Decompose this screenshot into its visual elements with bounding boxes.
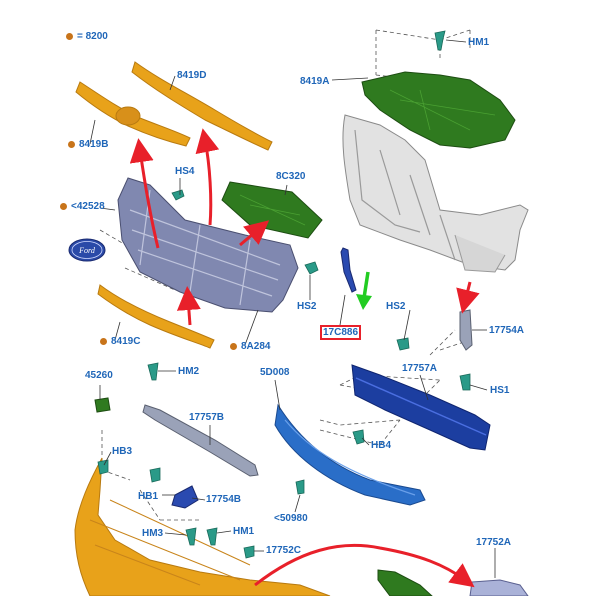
label-hs2-right: HS2: [386, 301, 406, 312]
fastener-hb4: [352, 429, 365, 445]
label-hs4: HS4: [175, 166, 195, 177]
label-hm1-bottom: HM1: [233, 526, 255, 537]
label-17C886: 17C886: [320, 325, 362, 340]
label-hm3: HM3: [142, 528, 164, 539]
fastener-hs2-left: [304, 261, 319, 275]
part-dot-icon: [68, 140, 75, 148]
fasteners: [97, 30, 471, 559]
label-8419A: 8419A: [300, 76, 330, 87]
label-hb3: HB3: [112, 446, 133, 457]
label-8419D: 8419D: [177, 70, 207, 81]
bracket-17752A: [469, 579, 529, 596]
fastener-50980: [295, 479, 305, 495]
fastener-hb3: [97, 459, 109, 475]
label-17757B: 17757B: [189, 412, 225, 423]
label-8C320: 8C320: [276, 171, 306, 182]
fastener-hm2: [147, 362, 159, 381]
part-dot-icon: [60, 202, 67, 210]
label-50980: <50980: [274, 513, 308, 524]
fastener-hs4: [171, 189, 185, 201]
label-hm2: HM2: [178, 366, 200, 377]
energy-absorber-5D008: [274, 403, 426, 506]
part-dot-icon: [230, 342, 237, 350]
radiator-support-frame: [342, 114, 529, 273]
part-dot-icon: [100, 337, 107, 345]
label-8419B: 8419B: [68, 139, 108, 151]
trim-8419B: [75, 81, 191, 147]
fastener-hm3: [185, 527, 197, 546]
bumper-beam-17757A: [351, 364, 491, 451]
assembly-arrows-red: [129, 128, 480, 588]
label-hb1: HB1: [138, 491, 159, 502]
trim-strip-17757B: [142, 404, 259, 477]
air-deflector-8C320: [221, 181, 323, 239]
bracket-17C886: [340, 247, 357, 293]
label-17754A: 17754A: [489, 325, 525, 336]
bracket-17754B: [171, 485, 199, 509]
legend-dot-icon: [66, 32, 73, 40]
bracket-17754A: [459, 309, 473, 351]
label-hs2-left: HS2: [297, 301, 317, 312]
grille-8A284: [117, 177, 299, 313]
fastener-hs1: [459, 373, 471, 391]
leader-lines: [89, 39, 496, 578]
label-17752A: 17752A: [476, 537, 512, 548]
fastener-17752C: [243, 545, 255, 559]
ford-badge-icon: Ford: [68, 238, 106, 262]
legend-8200: = 8200: [66, 31, 108, 43]
bracket-17752C: [377, 569, 433, 596]
fastener-hm1-top: [434, 30, 446, 51]
label-17752C: 17752C: [266, 545, 302, 556]
trim-8419D: [131, 61, 273, 151]
label-hm1-top: HM1: [468, 37, 490, 48]
bracket-45260: [94, 397, 111, 413]
label-hb4: HB4: [371, 440, 392, 451]
label-17757A: 17757A: [402, 363, 438, 374]
ford-badge-text: Ford: [78, 246, 96, 255]
label-45260: 45260: [85, 370, 113, 381]
fastener-hs2-right: [396, 337, 410, 351]
label-8419C: 8419C: [100, 336, 140, 348]
assembly-arrow-green: [356, 271, 372, 310]
label-5D008: 5D008: [260, 367, 290, 378]
fastener-hm1-bottom: [206, 527, 218, 546]
label-8A284: 8A284: [230, 341, 270, 353]
label-hs1: HS1: [490, 385, 510, 396]
label-42528: <42528: [60, 201, 105, 213]
highlighted-part-number: 17C886: [320, 325, 362, 340]
fastener-hb1: [149, 467, 161, 483]
bumper-cover: [74, 457, 331, 596]
label-17754B: 17754B: [206, 494, 242, 505]
trim-8419C: [97, 284, 215, 349]
upper-shield-8419A: [361, 71, 516, 149]
